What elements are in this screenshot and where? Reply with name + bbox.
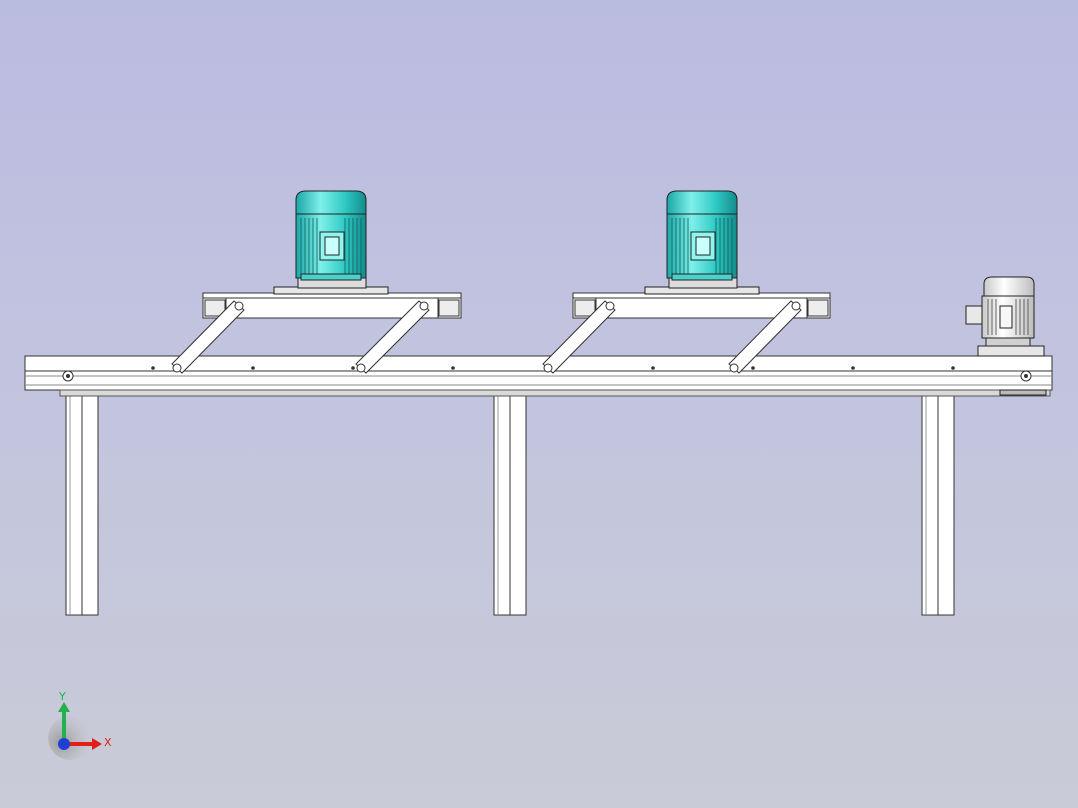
triad-glow <box>48 716 92 760</box>
leg-left[interactable] <box>65 389 99 616</box>
drive-motor[interactable] <box>965 276 1047 396</box>
link-arms-right[interactable] <box>542 300 802 374</box>
x-axis-label: X <box>104 736 112 749</box>
y-axis-label: Y <box>58 690 66 703</box>
cooling-fins-left <box>300 218 362 274</box>
leg-right[interactable] <box>921 389 955 616</box>
axis-triad: Y X <box>48 690 112 760</box>
x-axis-arrow-head <box>92 738 102 750</box>
z-axis-dot <box>58 738 70 750</box>
main-beam[interactable] <box>24 355 1053 397</box>
y-axis-arrow-head <box>58 702 70 712</box>
drive-motor-fins <box>987 299 1029 335</box>
leg-middle[interactable] <box>493 389 527 616</box>
legs <box>65 389 955 616</box>
motor-right[interactable] <box>644 190 760 295</box>
cooling-fins-right <box>671 218 733 274</box>
link-arms-left[interactable] <box>171 300 430 374</box>
motor-left[interactable] <box>273 190 389 295</box>
